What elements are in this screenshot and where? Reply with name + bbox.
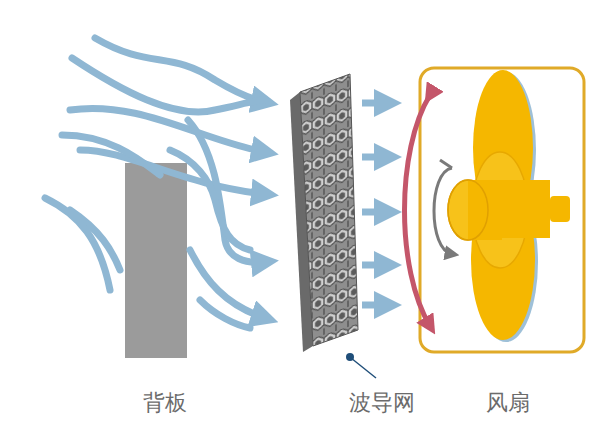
part-label: 背板 <box>143 388 187 418</box>
rotation-arrow-tail <box>440 160 452 168</box>
swing-arrow <box>405 95 431 326</box>
rotation-arrow <box>434 168 452 254</box>
part-label: 波导网 <box>349 388 415 418</box>
leader-line <box>351 358 376 378</box>
part-label: 风扇 <box>486 388 530 418</box>
waveguide-mesh <box>290 74 358 352</box>
airflow-arrows <box>45 38 265 328</box>
leader-dot <box>346 353 354 361</box>
backplate <box>125 163 187 358</box>
fan <box>448 70 570 342</box>
fan-housing <box>420 68 584 352</box>
outflow-arrows <box>362 103 388 305</box>
